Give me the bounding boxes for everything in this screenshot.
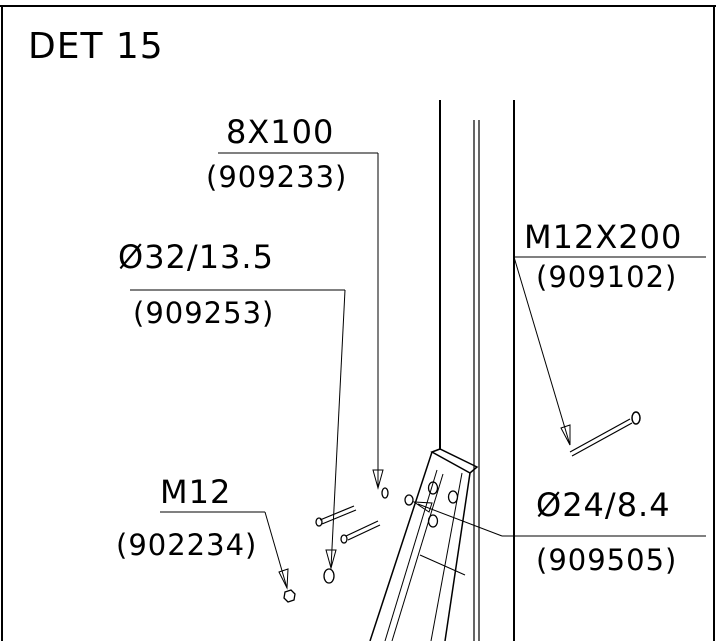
- washer-large: [323, 568, 335, 584]
- washer-large-part-label: (909253): [133, 296, 274, 330]
- bolt-size-label: M12X200: [524, 218, 682, 256]
- leader-nut: [160, 511, 289, 590]
- drawing-frame: [0, 5, 716, 641]
- washer-small-part-label: (909505): [536, 543, 677, 577]
- leader-screw: [218, 152, 384, 490]
- washer-large-size-label: Ø32/13.5: [118, 238, 274, 276]
- nut-part-label: (902234): [116, 528, 257, 562]
- washer-small-bracket: [404, 494, 414, 506]
- nut-size-label: M12: [160, 473, 231, 511]
- leader-bolt: [513, 256, 706, 446]
- post: [439, 100, 515, 641]
- bolt-m12x200: [569, 411, 641, 457]
- screw-size-label: 8X100: [226, 113, 334, 151]
- bolt-part-label: (909102): [536, 260, 677, 294]
- screw-upper: [315, 505, 357, 527]
- bracket-hole-3: [427, 514, 439, 528]
- bracket: [369, 448, 479, 641]
- washer-small-size-label: Ø24/8.4: [536, 486, 671, 524]
- washer-small-screw: [381, 487, 389, 499]
- leader-washer-small: [412, 501, 706, 537]
- bracket-hole-1: [427, 481, 439, 495]
- detail-title: DET 15: [28, 26, 164, 67]
- screw-lower: [340, 520, 381, 544]
- bracket-hole-2: [447, 490, 459, 504]
- screw-part-label: (909233): [206, 160, 347, 194]
- leader-washer-large: [130, 289, 346, 570]
- nut-m12: [283, 589, 296, 603]
